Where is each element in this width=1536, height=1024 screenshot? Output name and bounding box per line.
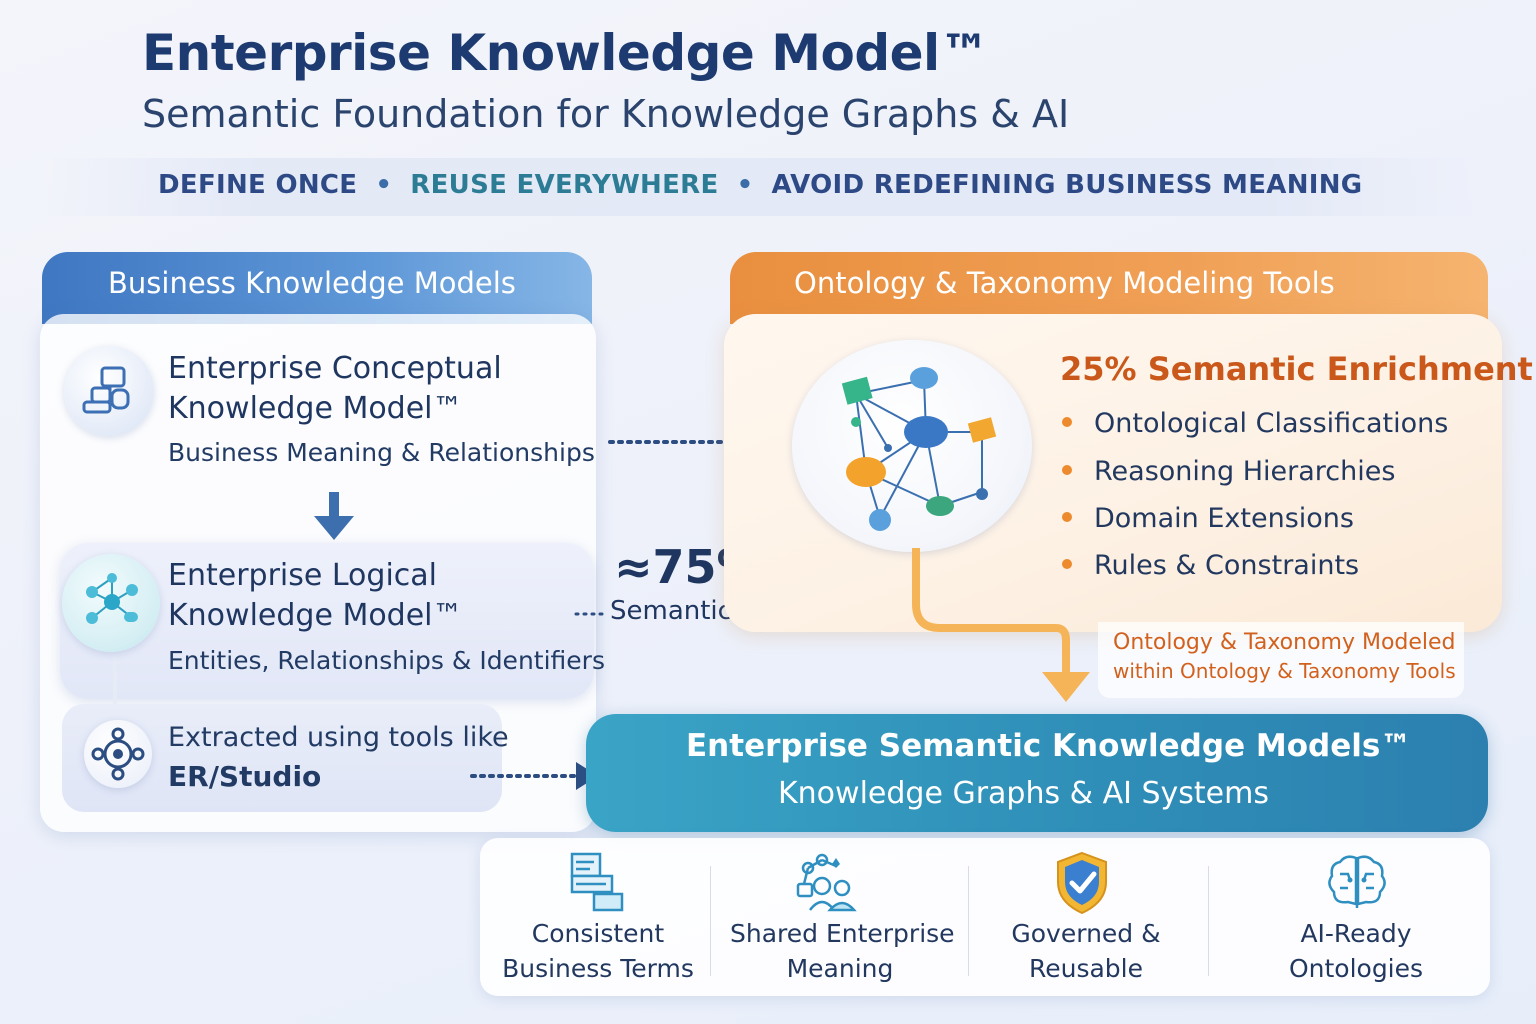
page-title: Enterprise Knowledge Model™ bbox=[142, 24, 990, 82]
extract-tool-name: ER/Studio bbox=[168, 760, 322, 793]
logical-model-subtitle: Entities, Relationships & Identifiers bbox=[168, 646, 605, 675]
conceptual-model-title-line1: Enterprise Conceptual bbox=[168, 351, 502, 386]
logical-model-network-icon bbox=[62, 554, 160, 652]
ontology-note-line2: within Ontology & Taxonomy Tools bbox=[1113, 659, 1456, 683]
gear-network-icon bbox=[84, 720, 152, 788]
bullet-label: Domain Extensions bbox=[1094, 503, 1354, 534]
bullet-item: Domain Extensions bbox=[1062, 503, 1354, 534]
bullet-label: Ontological Classifications bbox=[1094, 408, 1449, 439]
bullet-item: Rules & Constraints bbox=[1062, 550, 1359, 581]
semantic-banner-title: Enterprise Semantic Knowledge Models™ bbox=[686, 728, 1412, 764]
tagline-define-once: DEFINE ONCE bbox=[158, 170, 358, 200]
benefits-row bbox=[480, 838, 1490, 996]
left-panel-header-label: Business Knowledge Models bbox=[108, 266, 516, 300]
benefit-label: Consistent Business Terms bbox=[500, 916, 696, 986]
tagline-reuse-everywhere: REUSE EVERYWHERE bbox=[410, 170, 719, 200]
divider bbox=[1208, 866, 1209, 976]
ontology-graph-icon bbox=[792, 340, 1032, 552]
benefit-line2: Meaning bbox=[786, 954, 894, 983]
benefit-line2: Reusable bbox=[1028, 954, 1143, 983]
divider bbox=[710, 866, 711, 976]
extract-line1: Extracted using tools like bbox=[168, 722, 509, 753]
benefit-line1: Governed & bbox=[1011, 919, 1161, 948]
bullet-item: Ontological Classifications bbox=[1062, 408, 1448, 439]
logical-model-title-line1: Enterprise Logical bbox=[168, 558, 437, 593]
bullet-dot bbox=[1062, 416, 1072, 427]
bullet-dot bbox=[1062, 464, 1072, 475]
page-subtitle: Semantic Foundation for Knowledge Graphs… bbox=[142, 92, 1070, 136]
bullet-item: Reasoning Hierarchies bbox=[1062, 456, 1395, 487]
tagline: DEFINE ONCE • REUSE EVERYWHERE • AVOID REDEF… bbox=[158, 170, 1362, 200]
benefit-line1: AI-Ready bbox=[1300, 919, 1412, 948]
benefit-line2: Ontologies bbox=[1288, 954, 1424, 983]
right-panel-header bbox=[730, 252, 1488, 324]
logical-dotted-connector bbox=[574, 612, 606, 616]
benefit-label: AI-Ready Ontologies bbox=[1270, 916, 1442, 986]
logical-model-title-line2: Knowledge Model™ bbox=[168, 598, 463, 633]
brain-circuit-icon bbox=[1328, 855, 1386, 908]
bullet-label: Reasoning Hierarchies bbox=[1094, 456, 1396, 487]
benefit-label: Shared Enterprise Meaning bbox=[730, 916, 955, 986]
semantic-banner-subtitle: Knowledge Graphs & AI Systems bbox=[778, 776, 1269, 811]
benefit-line2: Business Terms bbox=[502, 954, 694, 983]
ontology-note-box bbox=[1098, 622, 1464, 698]
ontology-to-semantic-arrow bbox=[912, 548, 1090, 702]
bullet-dot bbox=[1062, 511, 1072, 522]
right-panel-header-label: Ontology & Taxonomy Modeling Tools bbox=[794, 266, 1335, 300]
semantic-knowledge-models-banner bbox=[586, 714, 1488, 832]
bullet-label: Rules & Constraints bbox=[1094, 550, 1360, 581]
tagline-separator: • bbox=[736, 170, 754, 200]
tagline-separator: • bbox=[375, 170, 393, 200]
down-arrow-icon bbox=[314, 492, 354, 540]
benefit-line1: Shared Enterprise bbox=[730, 919, 955, 948]
shared-network-people-icon bbox=[796, 853, 857, 912]
left-panel-header bbox=[42, 252, 592, 324]
document-list-icon bbox=[570, 852, 624, 912]
extract-to-semantic-arrow bbox=[470, 762, 598, 790]
conceptual-model-subtitle: Business Meaning & Relationships bbox=[168, 438, 595, 467]
benefit-label: Governed & Reusable bbox=[994, 916, 1178, 986]
conceptual-model-icon bbox=[64, 346, 154, 436]
bullet-dot bbox=[1062, 558, 1072, 569]
benefit-line1: Consistent bbox=[531, 919, 665, 948]
ontology-note-line1: Ontology & Taxonomy Modeled bbox=[1113, 630, 1456, 655]
semantic-enrichment-title: 25% Semantic Enrichment bbox=[1060, 350, 1533, 388]
tagline-bar bbox=[40, 158, 1480, 216]
divider bbox=[968, 866, 969, 976]
shield-check-icon bbox=[1057, 851, 1107, 915]
conceptual-model-title-line2: Knowledge Model™ bbox=[168, 391, 463, 426]
tagline-avoid-redefining: AVOID REDEFINING BUSINESS MEANING bbox=[771, 170, 1363, 200]
